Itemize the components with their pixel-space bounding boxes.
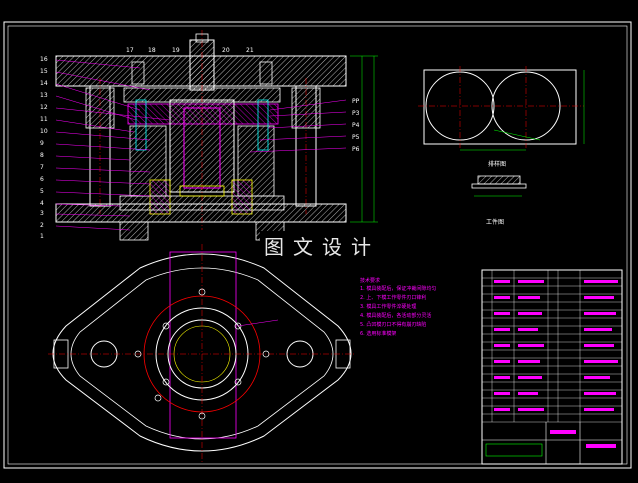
part-number: 14 xyxy=(40,80,48,87)
inner-frame xyxy=(7,25,628,465)
notes-title: 技术要求 xyxy=(360,277,380,284)
part-number: 2 xyxy=(40,222,44,229)
part-number: 6 xyxy=(40,176,44,183)
part-number: 15 xyxy=(40,68,48,75)
part-number: P6 xyxy=(352,146,360,153)
part-number: 9 xyxy=(40,140,44,147)
part-number: 18 xyxy=(148,47,156,54)
part-number: 11 xyxy=(40,116,48,123)
part-drawing-label: 工件图 xyxy=(486,218,504,226)
note-line: 4. 模具装配后，各活动部分灵活 xyxy=(360,312,431,319)
part-number: P4 xyxy=(352,122,360,129)
strip-layout xyxy=(418,66,585,151)
watermark-text: 图文设计 xyxy=(260,231,384,260)
part-number: 16 xyxy=(40,56,48,63)
note-line: 1. 模具装配后，保证冲裁间隙均匀 xyxy=(360,285,436,292)
note-line: 2. 上、下模工作零件刃口锋利 xyxy=(360,294,426,301)
part-numbers-top: 17 18 19 20 21 xyxy=(126,47,254,54)
plan-view xyxy=(48,244,356,464)
part-number: P5 xyxy=(352,134,360,141)
part-number: 21 xyxy=(246,47,254,54)
note-line: 3. 模具工作零件淬硬处理 xyxy=(360,303,416,310)
part-number: 3 xyxy=(40,210,44,217)
part-number: PP xyxy=(352,98,360,105)
part-number: 7 xyxy=(40,164,44,171)
part-number: 17 xyxy=(126,47,134,54)
part-number: 8 xyxy=(40,152,44,159)
part-number: 12 xyxy=(40,104,48,111)
part-number: 4 xyxy=(40,200,44,207)
technical-notes: 技术要求 1. 模具装配后，保证冲裁间隙均匀 2. 上、下模工作零件刃口锋利 3… xyxy=(360,277,436,337)
part-number: 1 xyxy=(40,233,44,240)
part-number: 20 xyxy=(222,47,230,54)
outer-frame xyxy=(3,21,632,469)
part-numbers-right: PP P3 P4 P5 P6 xyxy=(352,98,360,153)
note-line: 5. 凸凹模刃口不得有崩刃缺陷 xyxy=(360,321,426,328)
part-number: 13 xyxy=(40,92,48,99)
note-line: 6. 选用标准模架 xyxy=(360,330,396,337)
title-block xyxy=(481,269,623,465)
part-number: 5 xyxy=(40,188,44,195)
part-number: 10 xyxy=(40,128,48,135)
part-numbers-left: 16 15 14 13 12 11 10 9 8 7 6 5 4 3 2 1 xyxy=(40,56,48,240)
strip-layout-label: 排样图 xyxy=(488,160,506,168)
die-assembly-section xyxy=(55,30,378,241)
part-number: 19 xyxy=(172,47,180,54)
part-number: P3 xyxy=(352,110,360,117)
part-drawing xyxy=(471,175,527,197)
